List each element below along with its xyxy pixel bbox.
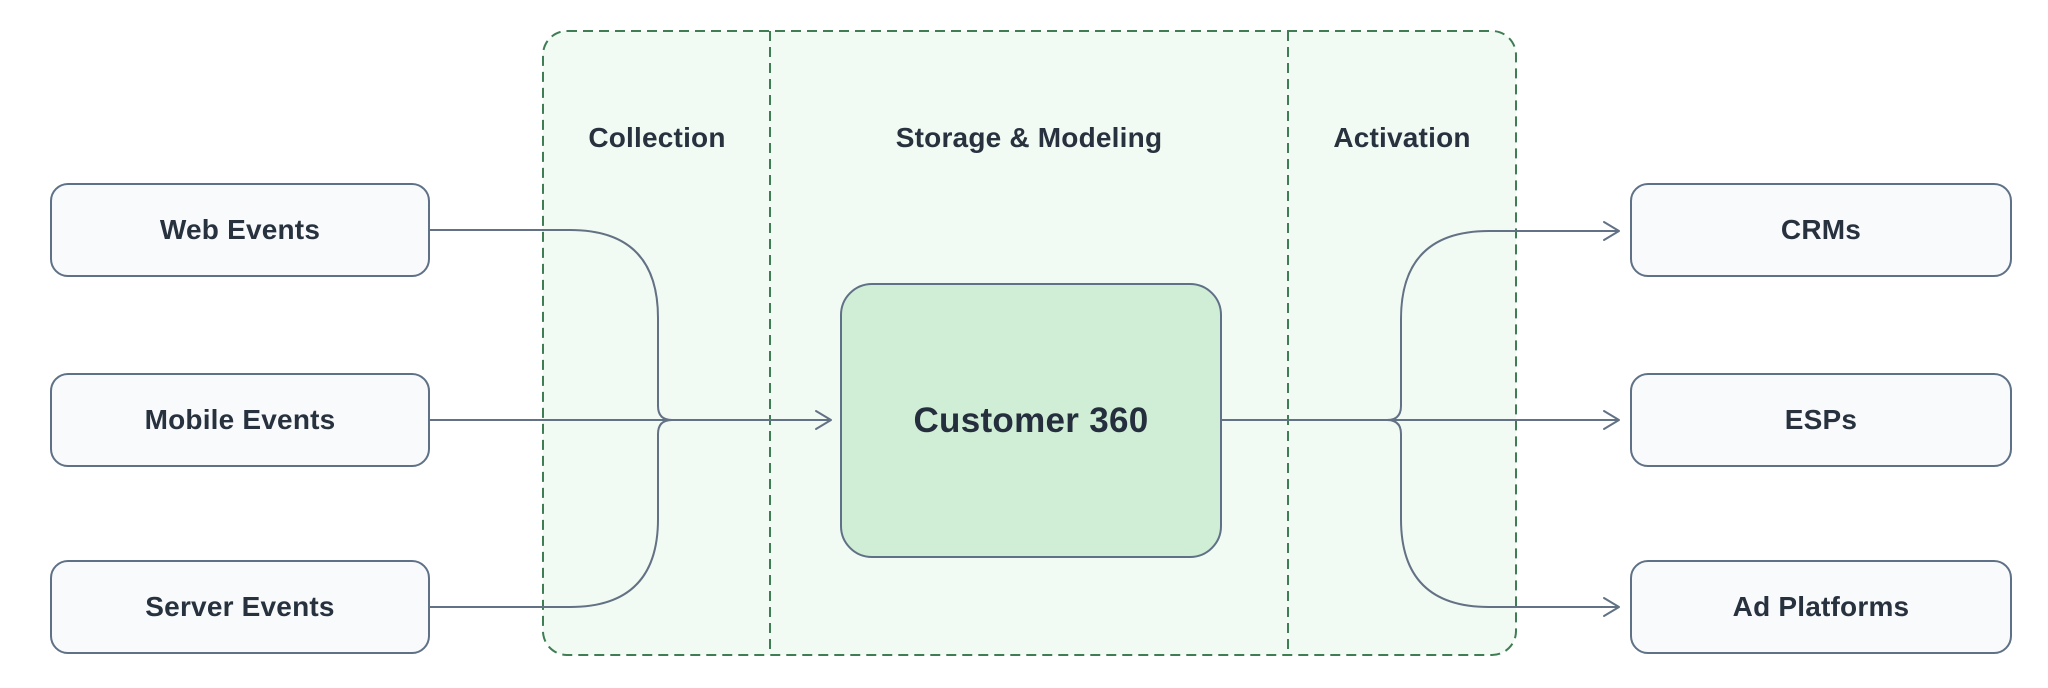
stage-label-activation: Activation	[1333, 122, 1471, 153]
arrowhead-into-customer360	[815, 410, 832, 430]
stage-label-storage-modeling: Storage & Modeling	[895, 122, 1163, 153]
node-customer-360: Customer 360	[840, 283, 1222, 558]
arrowhead-crms	[1603, 221, 1620, 241]
node-esps: ESPs	[1630, 373, 2012, 467]
stage-label-collection: Collection	[588, 122, 726, 153]
arrowhead-esps	[1603, 410, 1620, 430]
connector-server-events	[430, 419, 673, 608]
node-ad-platforms: Ad Platforms	[1630, 560, 2012, 654]
connector-web-events	[430, 229, 673, 421]
connector-to-crms	[1222, 230, 1619, 421]
node-server-events: Server Events	[50, 560, 430, 654]
node-mobile-events: Mobile Events	[50, 373, 430, 467]
arrowhead-ad-platforms	[1603, 597, 1620, 617]
connector-to-ad-platforms	[1222, 419, 1619, 608]
node-web-events: Web Events	[50, 183, 430, 277]
node-crms: CRMs	[1630, 183, 2012, 277]
